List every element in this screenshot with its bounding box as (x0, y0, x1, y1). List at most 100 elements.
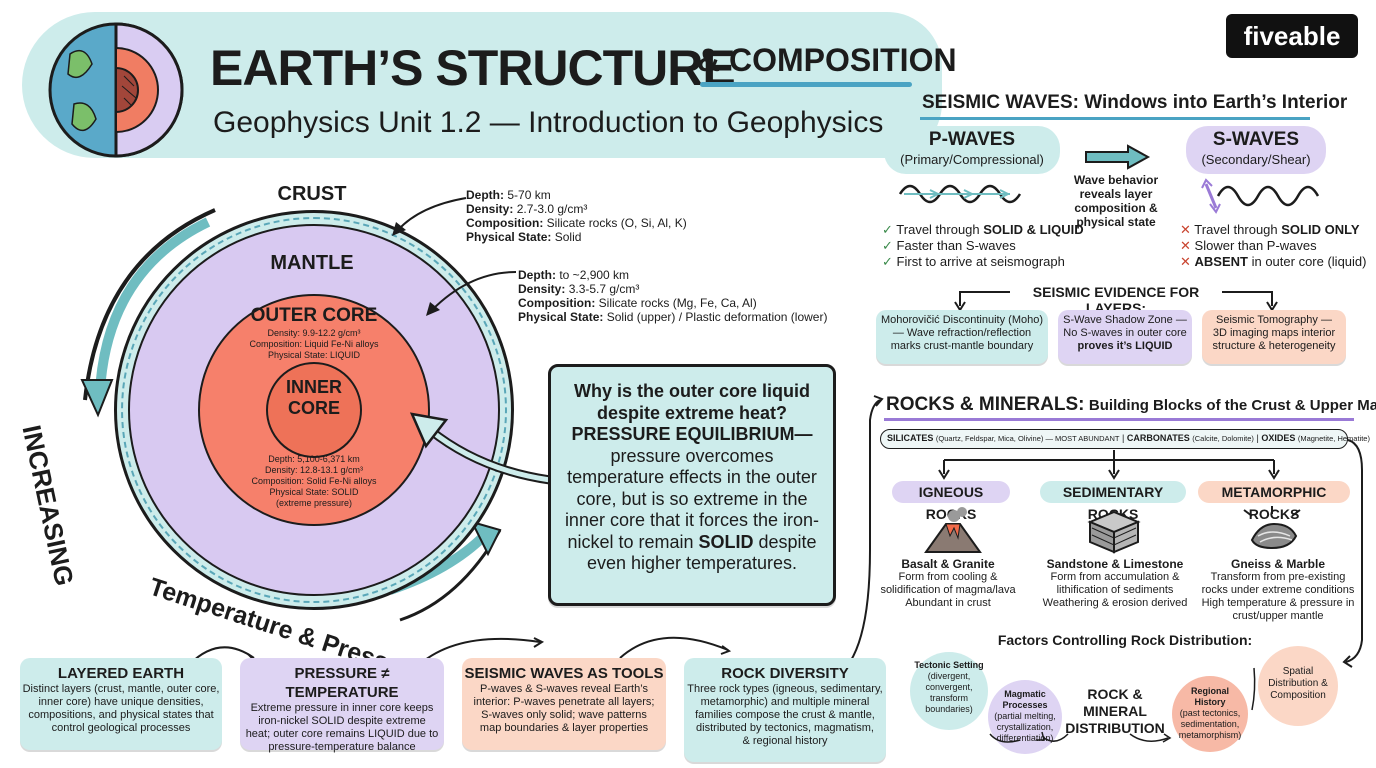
outer-core-density: Density: 9.9-12.2 g/cm³ (267, 328, 361, 338)
outer-core-label: OUTER CORE (250, 305, 378, 326)
mantle-depth-key: Depth: (518, 268, 556, 282)
mantle-density-key: Density: (518, 282, 566, 296)
crust-depth-key: Depth: (466, 188, 504, 202)
tectonic-factor: Tectonic Setting (divergent,convergent,t… (910, 652, 988, 730)
mantle-label: MANTLE (270, 252, 354, 274)
inner-core-layer (266, 362, 362, 458)
callout-question-line2: despite extreme heat? (596, 402, 788, 423)
summary-rock-diversity: ROCK DIVERSITY Three rock types (igneous… (684, 658, 886, 762)
mantle-facts: Depth: to ~2,900 km Density: 3.3-5.7 g/c… (518, 268, 827, 324)
seismic-title-underline (920, 117, 1310, 120)
crust-depth: 5-70 km (507, 188, 551, 202)
callout-line1: pressure overcomes (610, 445, 774, 466)
rocks-side-connector (1342, 439, 1363, 668)
page-subtitle: Geophysics Unit 1.2 — Introduction to Ge… (213, 106, 884, 139)
p-waves-card: P-WAVES (Primary/Compressional) (884, 126, 1060, 174)
earth-cutaway-icon (48, 22, 184, 158)
inner-core-composition: Composition: Solid Fe-Ni alloys (251, 476, 377, 486)
callout-line2: temperature effects in the outer (567, 467, 817, 487)
metamorphic-label: METAMORPHIC ROCKS (1198, 481, 1350, 522)
rocks-title-rest: Building Blocks of the Crust & Upper Man… (1088, 397, 1376, 414)
p-wave-points: ✓ Travel through SOLID & LIQUID ✓ Faster… (882, 222, 1084, 270)
p-point-1: ✓ Travel through SOLID & LIQUID (882, 222, 1084, 237)
layer-leader-arrows (392, 197, 517, 316)
crust-density-key: Density: (466, 202, 514, 216)
summary-seismic-tools: SEISMIC WAVES AS TOOLS P-waves & S-waves… (462, 658, 666, 750)
s-point-1: ✕ Travel through SOLID ONLY (1180, 222, 1360, 237)
rock-type-branches (938, 450, 1280, 480)
p-waves-subtitle: (Primary/Compressional) (900, 152, 1044, 167)
rocks-title-underline (884, 418, 1354, 421)
distribution-arrows (989, 667, 1256, 743)
inner-core-label-line1: INNER (285, 377, 342, 397)
s-point-2: ✕ Slower than P-waves (1180, 238, 1317, 253)
igneous-description: Basalt & Granite Form from cooling &soli… (880, 557, 1016, 609)
s-waves-card: S-WAVES (Secondary/Shear) (1186, 126, 1326, 174)
callout-heading: PRESSURE EQUILIBRIUM— (571, 424, 813, 444)
crust-composition: Silicate rocks (O, Si, Al, K) (546, 216, 687, 230)
callout-line5: nickel to remain SOLID despite (567, 531, 817, 552)
crust-facts: Depth: 5-70 km Density: 2.7-3.0 g/cm³ Co… (466, 188, 687, 244)
metamorphic-rock-icon (1243, 506, 1301, 550)
rocks-title-bold: ROCKS & MINERALS: (886, 394, 1085, 415)
sediment-layers-icon (1087, 510, 1141, 554)
s-point-3: ✕ ABSENT in outer core (liquid) (1180, 254, 1367, 269)
p-waves-title: P-WAVES (928, 129, 1016, 150)
s-wave-points: ✕ Travel through SOLID ONLY ✕ Slower tha… (1180, 222, 1366, 270)
summary-layered-earth: LAYERED EARTH Distinct layers (crust, ma… (20, 658, 222, 750)
inner-core-density: Density: 12.8-13.1 g/cm³ (264, 465, 364, 475)
inner-core-facts: Depth: 5,100-6,371 km Density: 12.8-13.1… (222, 454, 406, 509)
p-point-2: ✓ Faster than S-waves (882, 238, 1016, 253)
mantle-state: Solid (upper) / Plastic deformation (low… (606, 310, 828, 324)
summary-pressure-temperature: PRESSURE ≠ TEMPERATURE Extreme pressure … (240, 658, 444, 753)
callout-line4: inner core that it forces the iron- (564, 510, 820, 530)
rock-diversity-connector (849, 395, 884, 663)
pressure-equilibrium-callout: Why is the outer core liquid despite ext… (548, 364, 836, 606)
crust-density: 2.7-3.0 g/cm³ (516, 202, 588, 216)
sedimentary-description: Sandstone & Limestone Form from accumula… (1042, 557, 1188, 609)
crust-composition-key: Composition: (466, 216, 544, 230)
inner-core-depth: Depth: 5,100-6,371 km (268, 454, 360, 464)
inner-core-state: Physical State: SOLID (269, 487, 359, 497)
callout-question-line1: Why is the outer core liquid (573, 381, 811, 401)
s-waves-subtitle: (Secondary/Shear) (1201, 152, 1311, 167)
page-title: EARTH’S STRUCTURE (210, 40, 736, 96)
igneous-label: IGNEOUS ROCKS (892, 481, 1010, 522)
wave-behavior-arrow (1085, 144, 1151, 170)
crust-label: CRUST (277, 183, 347, 205)
s-wave-icon (1201, 178, 1320, 214)
mantle-composition: Silicate rocks (Mg, Fe, Ca, Al) (598, 296, 757, 310)
p-wave-icon (898, 184, 1022, 204)
inner-core-label: INNER CORE (264, 377, 364, 419)
s-waves-title: S-WAVES (1212, 129, 1300, 150)
outer-core-state: Physical State: LIQUID (267, 350, 361, 360)
callout-arrow (409, 412, 551, 485)
volcano-icon (924, 507, 982, 553)
outer-core-composition: Composition: Liquid Fe-Ni alloys (249, 339, 379, 349)
outer-core-facts: Density: 9.9-12.2 g/cm³ Composition: Liq… (222, 328, 406, 361)
mantle-density: 3.3-5.7 g/cm³ (568, 282, 640, 296)
seismic-section-title: SEISMIC WAVES: Windows into Earth’s Inte… (922, 92, 1348, 113)
wave-behavior-note: Wave behavior reveals layer composition … (1073, 173, 1159, 229)
inner-core-label-line2: CORE (287, 398, 340, 418)
metamorphic-description: Gneiss & Marble Transform from pre-exist… (1201, 557, 1355, 622)
crust-state-key: Physical State: (466, 230, 552, 244)
rocks-section-title: ROCKS & MINERALS: Building Blocks of the… (886, 394, 1376, 416)
inner-core-state-note: (extreme pressure) (275, 498, 353, 508)
mantle-depth: to ~2,900 km (559, 268, 630, 282)
title-underline (700, 82, 912, 87)
factors-title: Factors Controlling Rock Distribution: (997, 632, 1253, 648)
mantle-composition-key: Composition: (518, 296, 596, 310)
crust-dashes (121, 217, 507, 603)
mineral-families-bar: SILICATES (Quartz, Feldspar, Mica, Olivi… (880, 429, 1370, 449)
mantle-state-key: Physical State: (518, 310, 604, 324)
brand-logo: fiveable (1226, 14, 1358, 58)
page-title-suffix: & COMPOSITION (697, 42, 957, 78)
evidence-moho: Mohorovičić Discontinuity (Moho)— Wave r… (876, 310, 1048, 364)
sedimentary-label: SEDIMENTARY ROCKS (1040, 481, 1186, 522)
callout-line3: core, but is so extreme in the (576, 488, 808, 509)
callout-line6: even higher temperatures. (586, 553, 798, 573)
